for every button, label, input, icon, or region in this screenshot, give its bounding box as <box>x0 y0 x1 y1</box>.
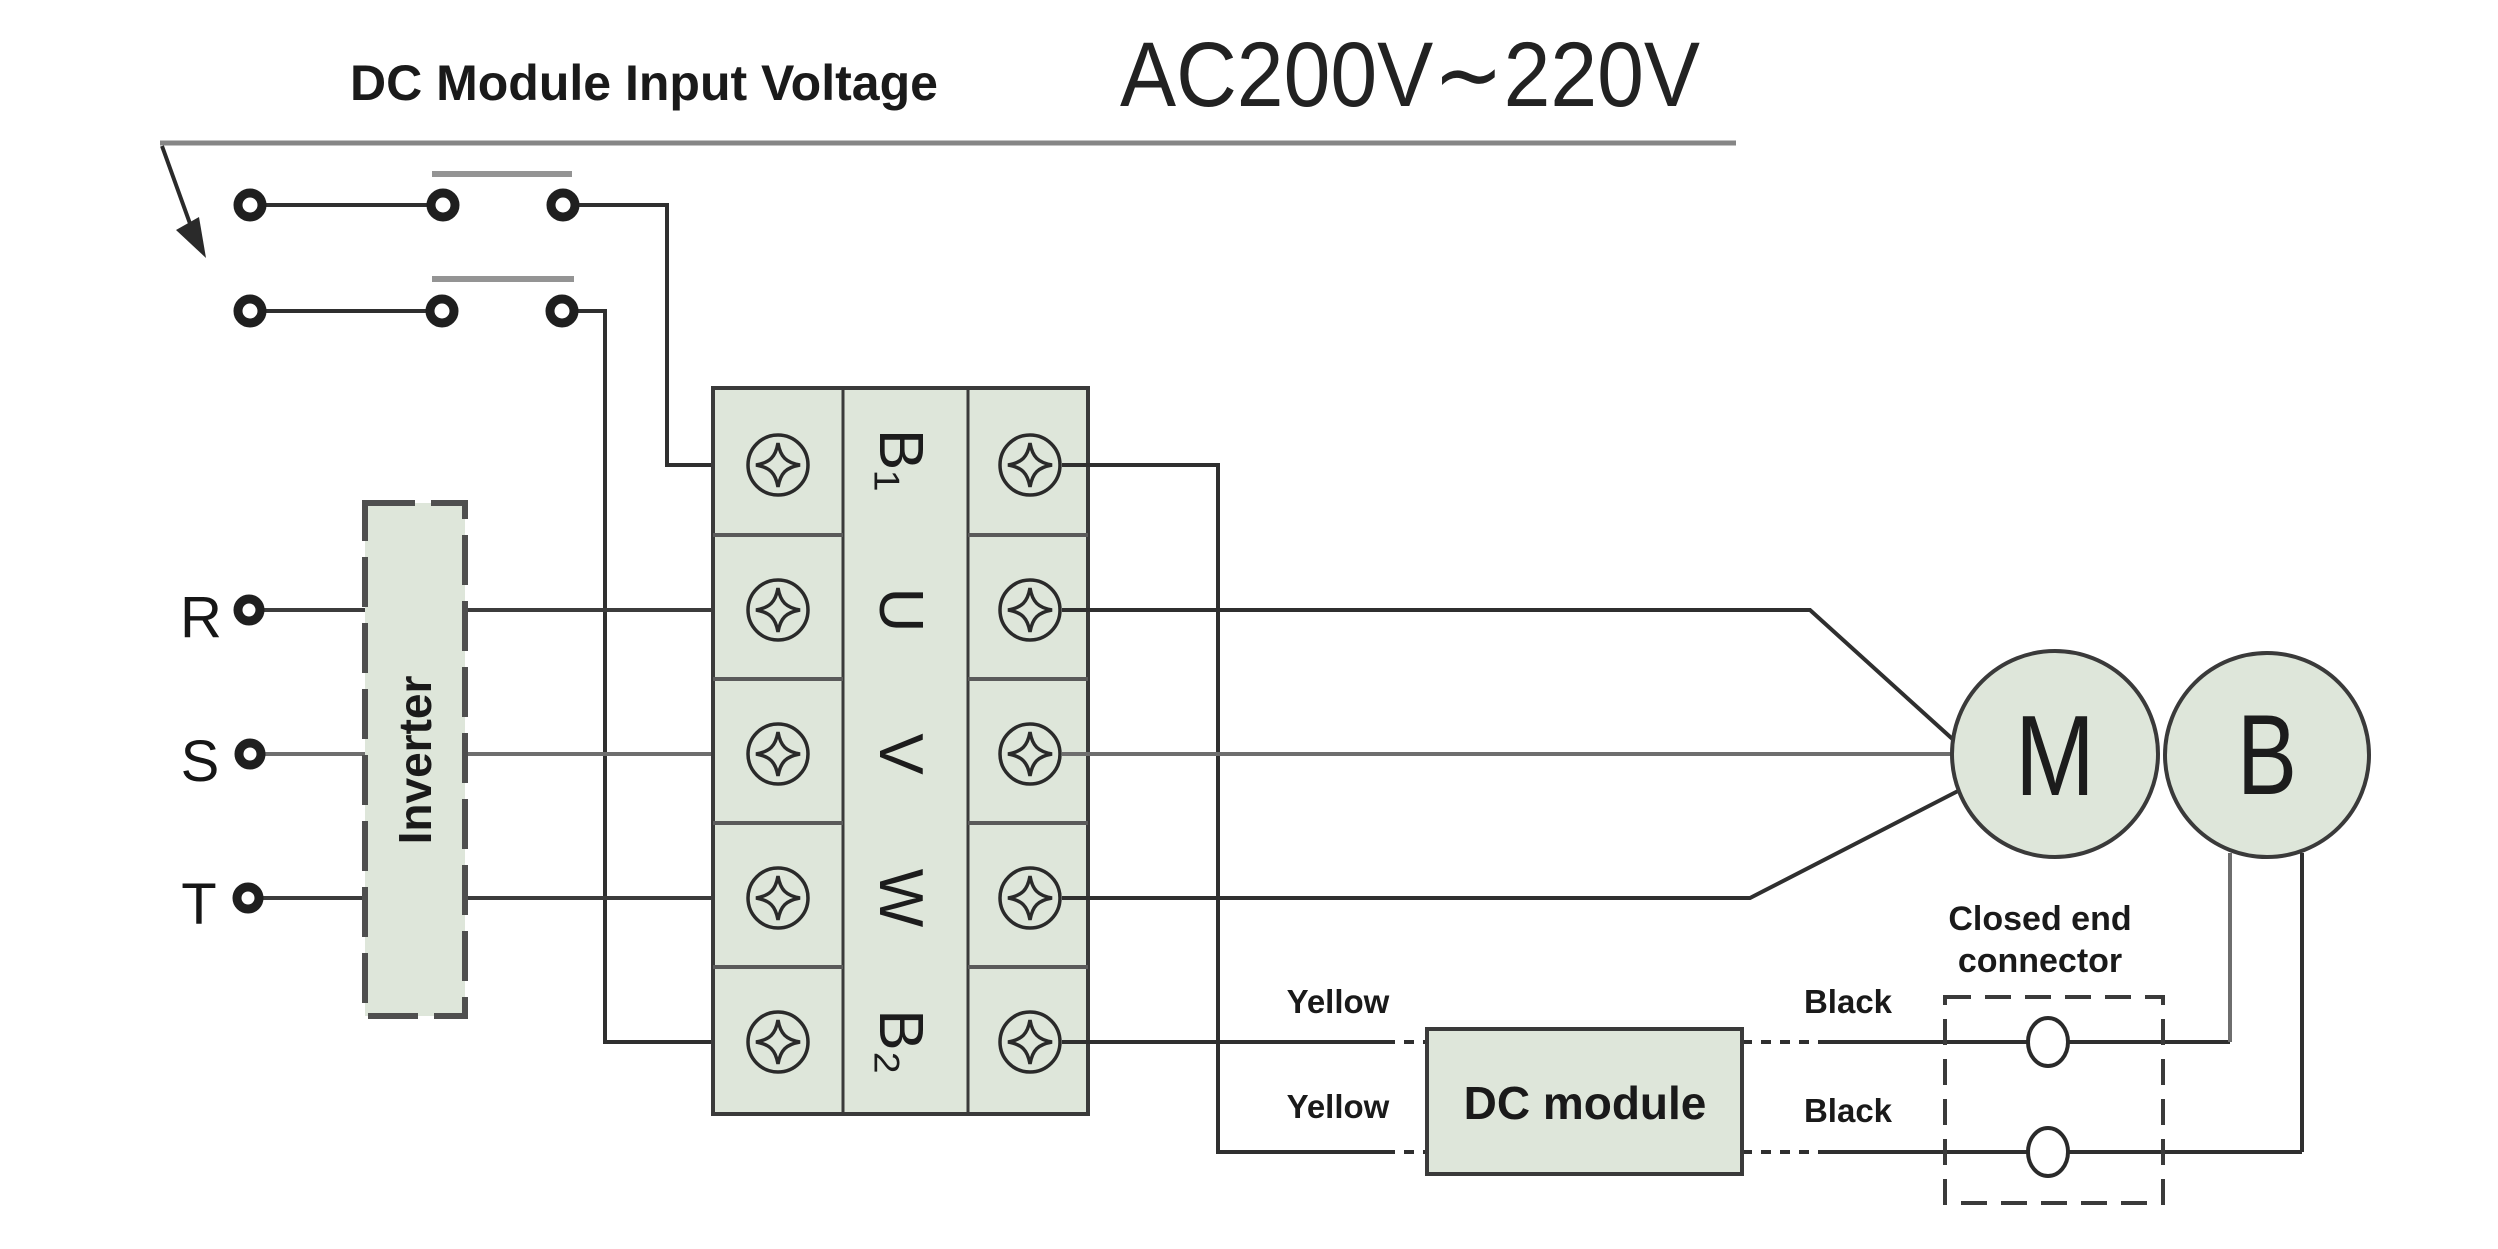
block-label-v: V <box>866 733 935 775</box>
wire-color-label-yellow-upper: Yellow <box>1287 983 1390 1020</box>
inverter-label: Inverter <box>389 676 441 845</box>
terminal-node-r <box>233 594 265 626</box>
switch-contact <box>426 188 460 222</box>
input-wires <box>232 594 748 914</box>
block-label-b1: B₁ <box>866 429 935 491</box>
terminal-node-t <box>232 882 264 914</box>
down-arrow-icon <box>160 145 206 258</box>
terminal-label-t: T <box>181 872 216 937</box>
wire-u <box>1062 608 1960 746</box>
closed-end-connector <box>1943 995 2165 1205</box>
terminal-label-r: R <box>180 585 222 650</box>
terminal-block <box>711 386 1090 1116</box>
connector-label-line2: connector <box>1958 942 2122 980</box>
dc-module-box <box>1425 1027 1744 1176</box>
output-wires <box>1062 463 2304 1154</box>
terminal-node-s <box>234 738 266 770</box>
motor-label: M <box>2015 693 2095 820</box>
switch-contact <box>233 188 267 222</box>
connector-box <box>1943 995 2165 1205</box>
brake-circle <box>2163 651 2371 859</box>
block-label-u: U <box>866 588 935 633</box>
brake-label: B <box>2237 692 2297 819</box>
wire-color-label-black-lower: Black <box>1804 1092 1893 1129</box>
terminal-block-row-dividers <box>713 533 1088 969</box>
wire-color-label-yellow-lower: Yellow <box>1287 1088 1390 1125</box>
connector-label-line1: Closed end <box>1948 900 2131 938</box>
wire-b1 <box>1062 463 1385 1154</box>
block-label-w: W <box>866 869 935 928</box>
motor-circle <box>1950 649 2160 859</box>
connector-ring-lower <box>2026 1126 2070 1178</box>
terminal-label-s: S <box>181 729 220 794</box>
wire-w <box>1062 789 1959 900</box>
disconnect-switch <box>233 171 748 1044</box>
wire-color-label-black-upper: Black <box>1804 983 1893 1020</box>
switch-contact <box>233 294 267 328</box>
block-label-b2: B₂ <box>866 1009 935 1074</box>
page-title: DC Module Input Voltage <box>350 55 938 111</box>
switch-contact <box>546 188 580 222</box>
switch-contact <box>425 294 459 328</box>
dc-module-label: DC module <box>1464 1077 1707 1129</box>
inverter-box <box>362 500 468 1019</box>
switch-contact <box>545 294 579 328</box>
voltage-rating-label: AC200V∼220V <box>1120 24 1700 126</box>
connector-ring-upper <box>2026 1016 2070 1068</box>
